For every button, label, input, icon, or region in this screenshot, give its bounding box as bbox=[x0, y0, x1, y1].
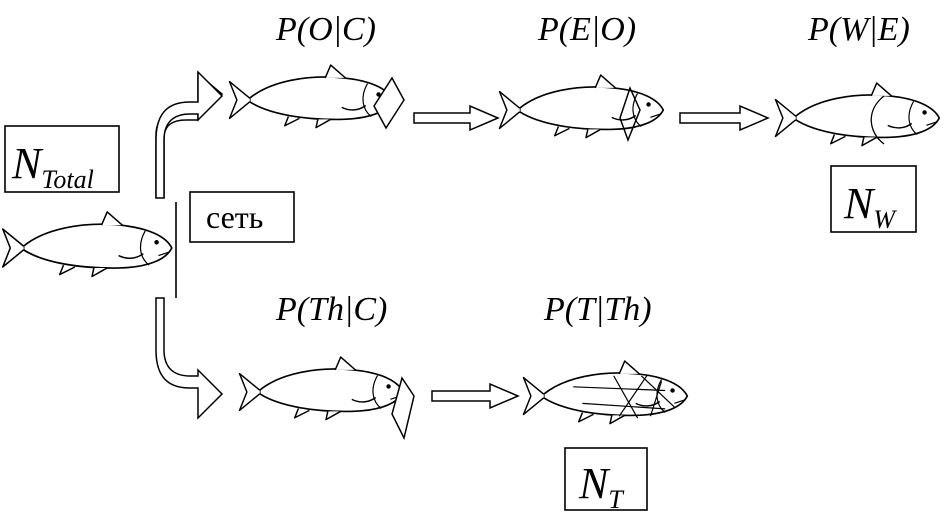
arrow-icon bbox=[414, 106, 498, 130]
w-count-symbol: N bbox=[843, 179, 876, 228]
fish-icon bbox=[3, 212, 172, 277]
t-count-box: NT bbox=[565, 448, 647, 514]
arrow-icon bbox=[432, 384, 518, 408]
fish-icon bbox=[230, 65, 394, 128]
total-count-box: NTotal bbox=[5, 126, 119, 194]
arrow-icon bbox=[156, 298, 222, 418]
total-count-symbol: N bbox=[11, 139, 44, 188]
arrow-icon bbox=[680, 106, 768, 130]
w-count-subscript: W bbox=[873, 205, 897, 234]
prob-o-given-c: P(O|C) bbox=[275, 11, 376, 48]
prob-w-given-e: P(W|E) bbox=[807, 11, 910, 48]
gear-label: сеть bbox=[206, 199, 263, 235]
fish-icon bbox=[524, 361, 688, 424]
fish-icon bbox=[776, 83, 940, 146]
w-count-box: NW bbox=[831, 166, 916, 234]
t-count-subscript: T bbox=[608, 485, 624, 514]
t-count-symbol: N bbox=[578, 459, 611, 508]
total-count-subscript: Total bbox=[41, 165, 94, 194]
prob-t-given-th: P(T|Th) bbox=[543, 291, 652, 328]
arrow-icon bbox=[156, 72, 222, 198]
prob-th-given-c: P(Th|C) bbox=[275, 291, 387, 328]
prob-e-given-o: P(E|O) bbox=[537, 11, 636, 48]
net-icon bbox=[374, 78, 404, 128]
fish-icon bbox=[240, 357, 404, 420]
gear-label-box: сеть bbox=[190, 192, 294, 242]
